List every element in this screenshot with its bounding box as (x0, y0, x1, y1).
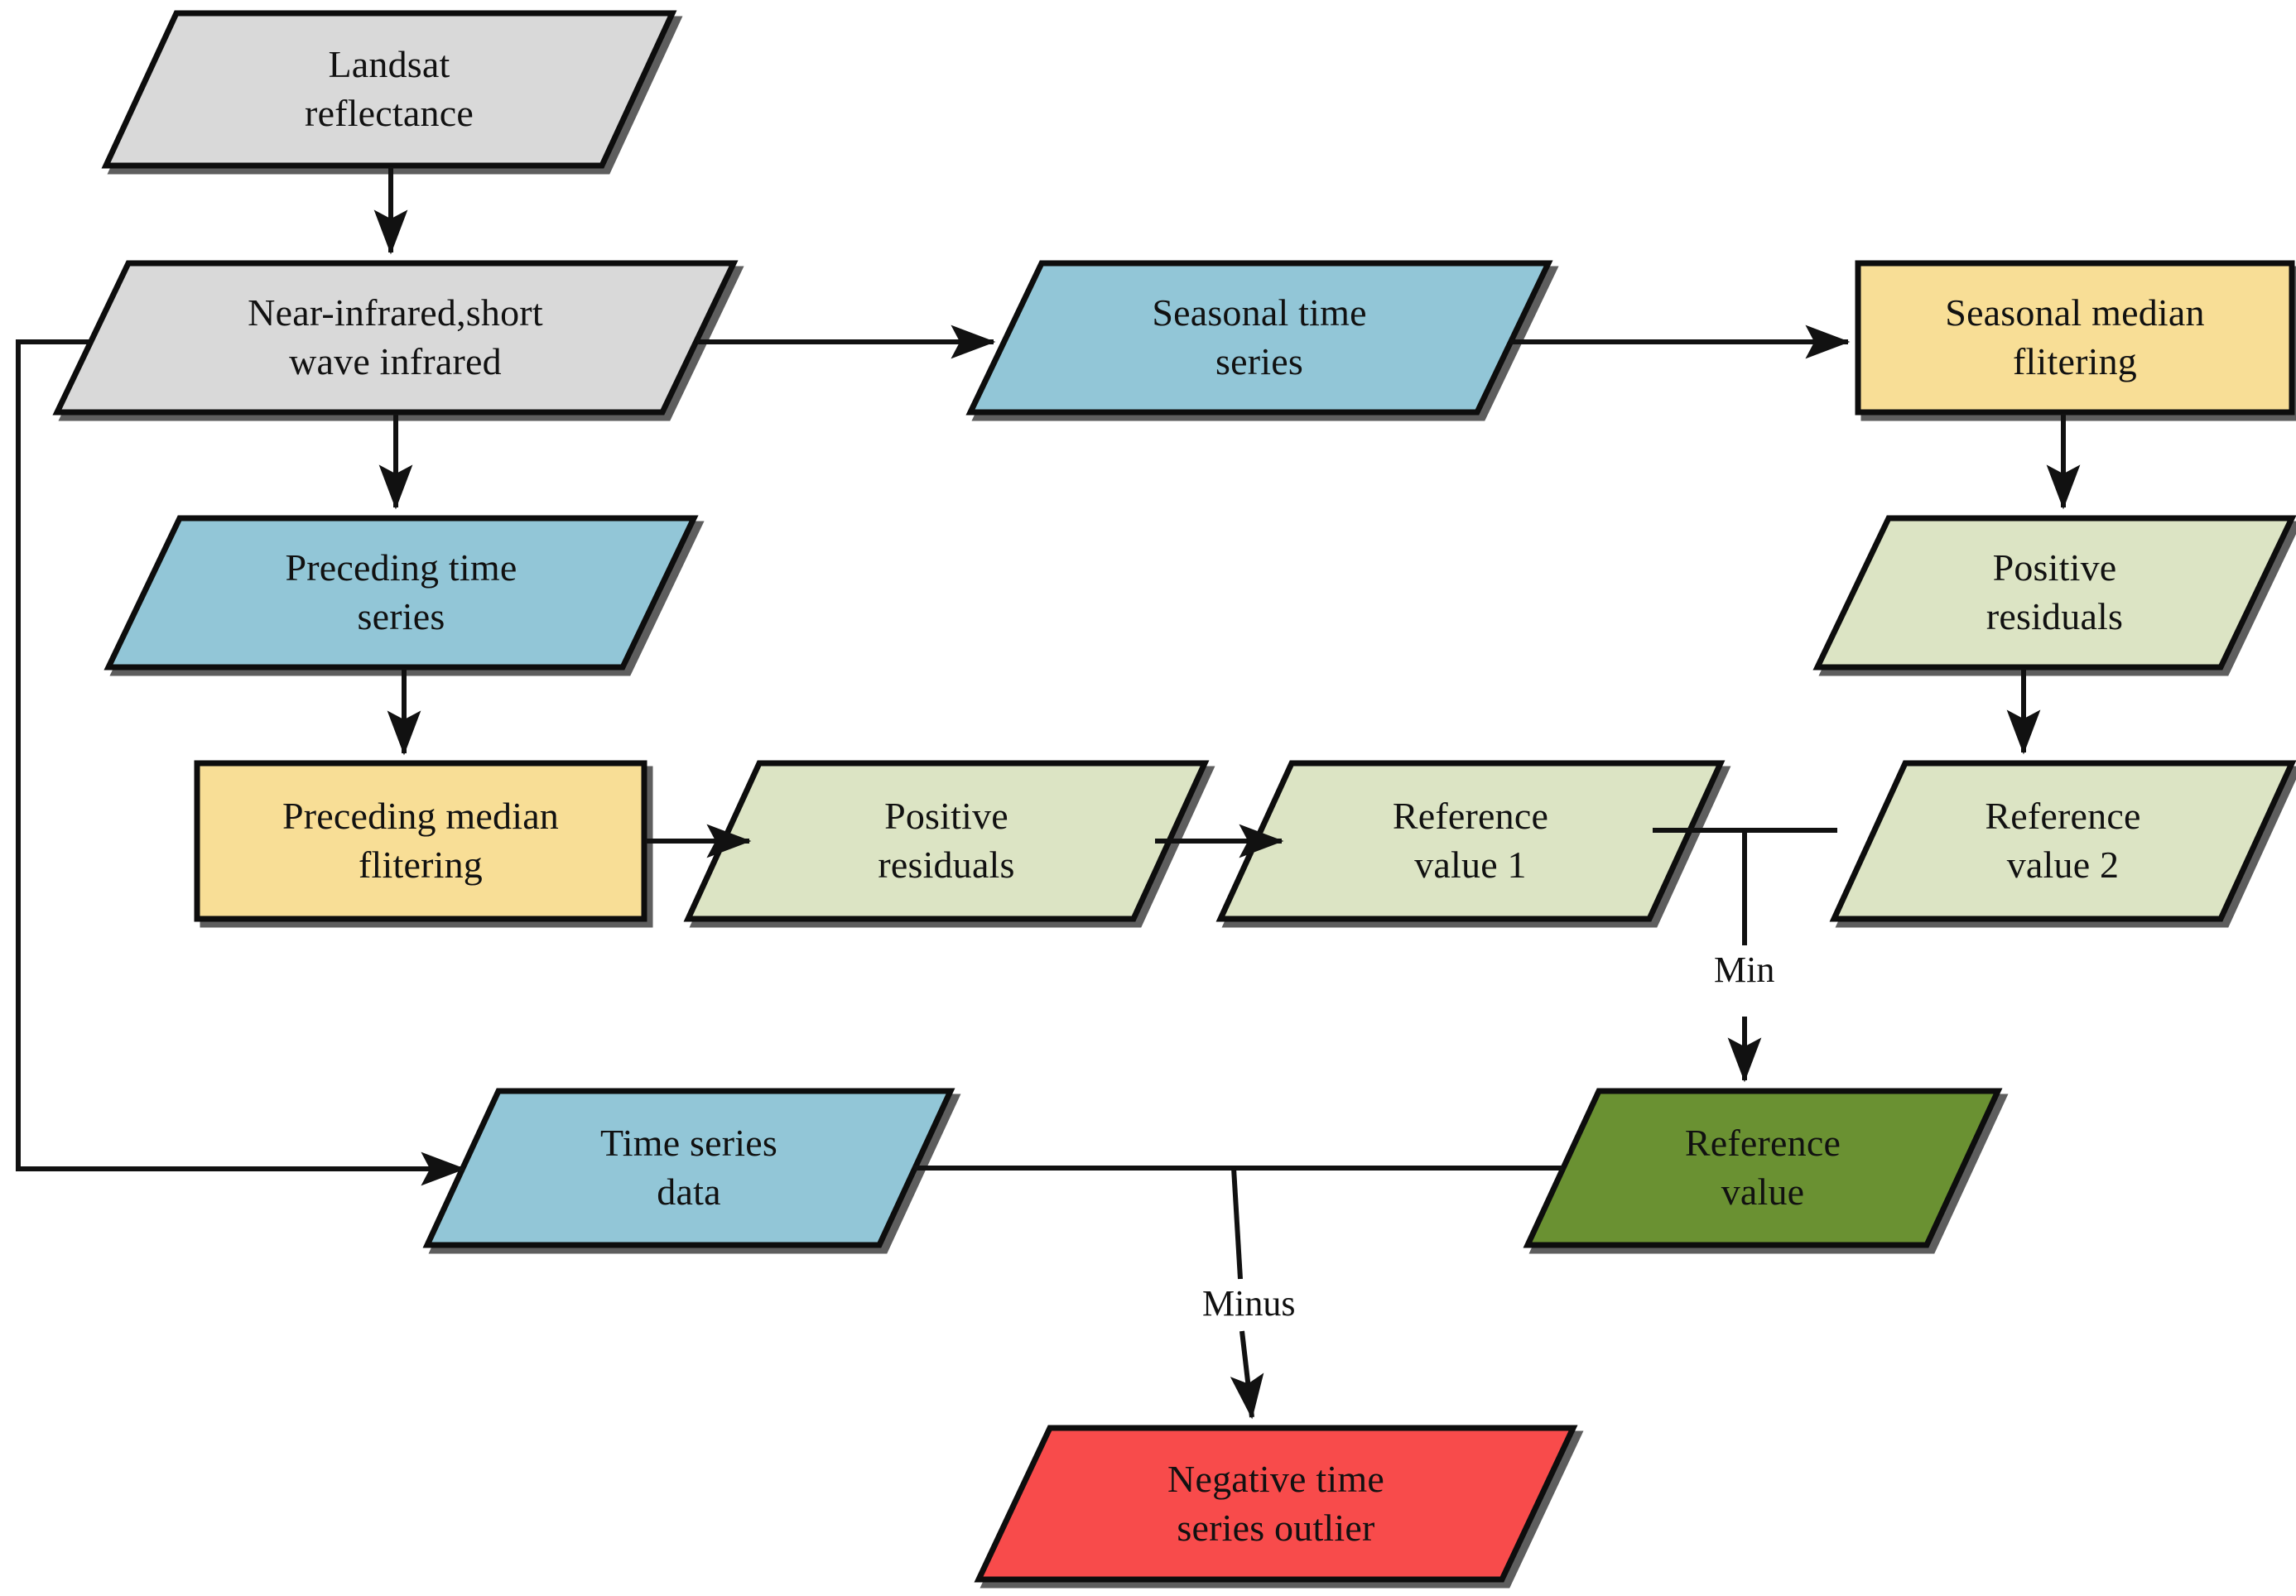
node-positive-residuals-right[interactable] (1812, 515, 2296, 671)
node-positive-residuals-left[interactable] (683, 760, 1210, 922)
node-reference-value[interactable] (1523, 1088, 2003, 1248)
edge-label-min: Min (1714, 949, 1775, 990)
node-preceding-time-series[interactable] (103, 515, 699, 671)
node-near-infrared-swir[interactable] (52, 260, 739, 416)
node-negative-time-series-outlier[interactable] (974, 1425, 1578, 1583)
node-time-series-data[interactable] (422, 1088, 955, 1248)
node-preceding-median-flitering[interactable] (194, 760, 647, 922)
node-seasonal-median-flitering[interactable] (1855, 260, 2295, 416)
node-reference-value-2[interactable] (1829, 760, 2296, 922)
edge-minus-to-negative-outlier (1230, 1330, 1264, 1420)
edge-minus-upper-stem (1231, 1167, 1243, 1280)
node-seasonal-time-series[interactable] (965, 260, 1553, 416)
edge-nir-feedback-loop (16, 339, 466, 1186)
node-reference-value-1[interactable] (1215, 760, 1726, 922)
edge-label-minus: Minus (1202, 1283, 1296, 1324)
node-landsat-reflectance[interactable] (101, 10, 677, 169)
